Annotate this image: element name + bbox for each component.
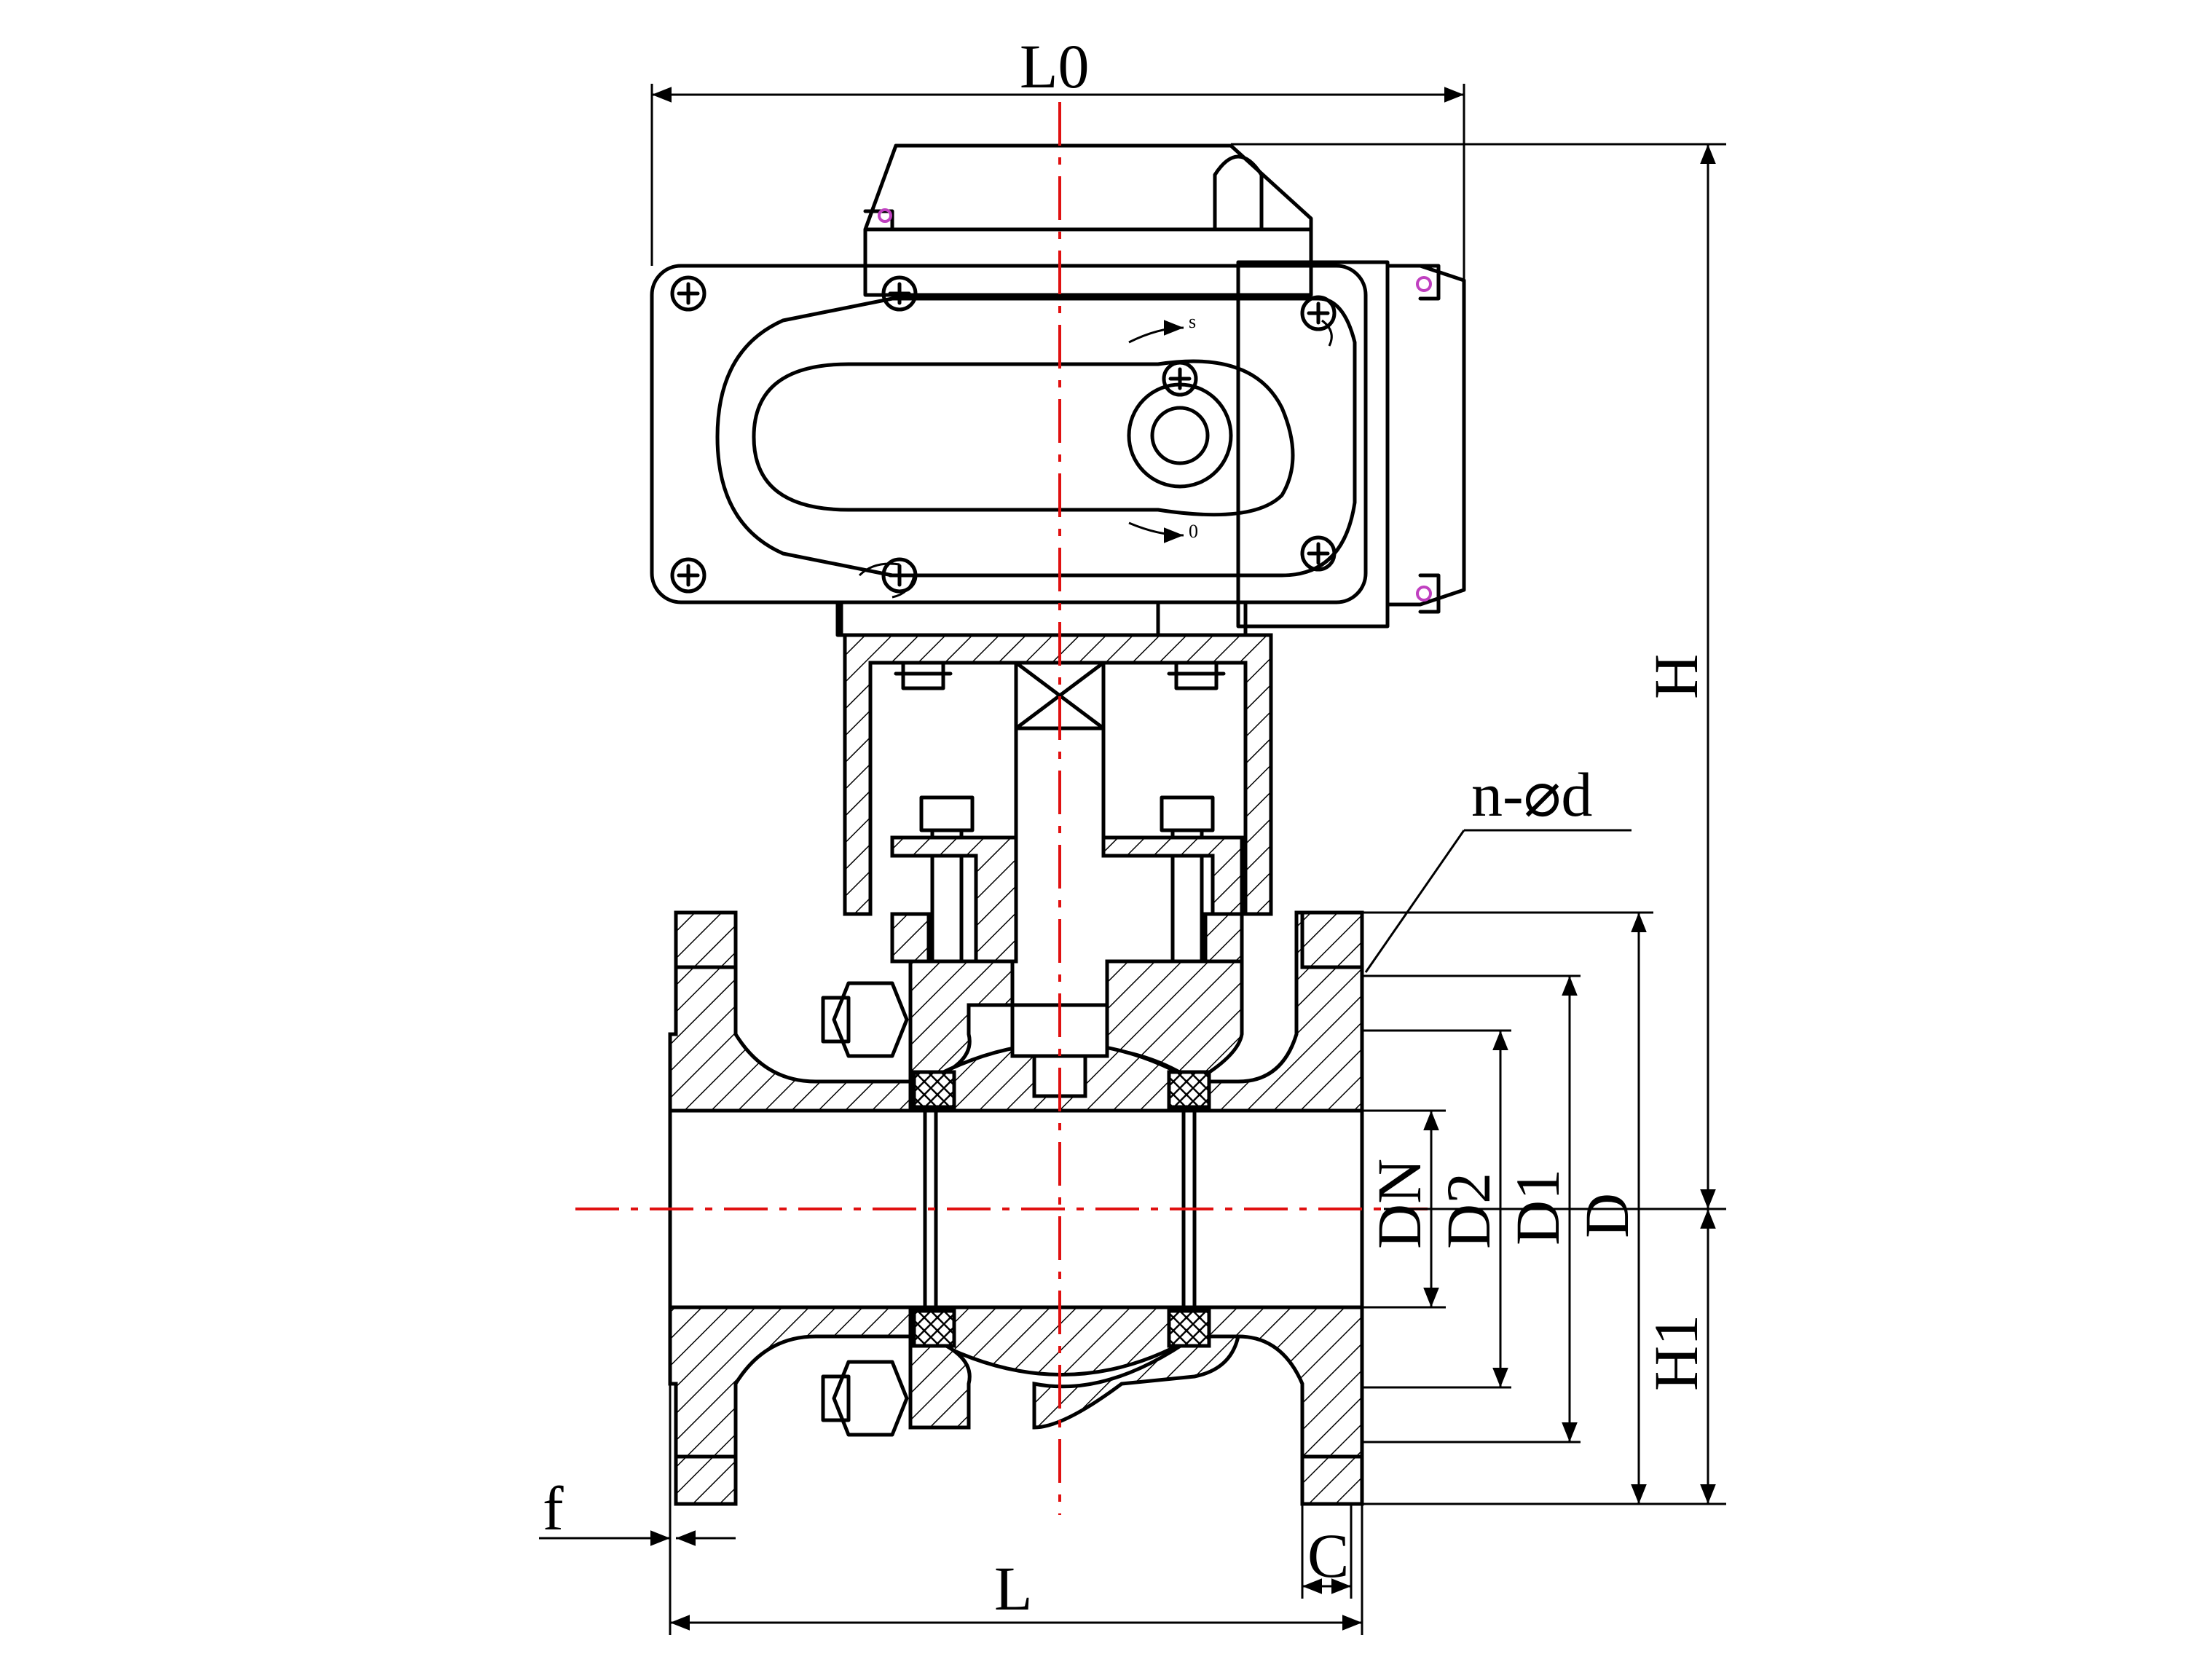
label-D: D (1572, 1193, 1642, 1238)
label-L0: L0 (1020, 31, 1090, 101)
screw-icon (881, 557, 918, 594)
screw-icon (670, 275, 706, 312)
label-H: H (1641, 654, 1711, 699)
label-D1: D1 (1503, 1169, 1573, 1245)
rotation-label-o: 0 (1189, 521, 1198, 542)
rotation-indicator: s 0 (858, 311, 1333, 599)
screw-icon (1300, 295, 1337, 331)
label-H1: H1 (1641, 1315, 1711, 1391)
screw-icon (1162, 361, 1198, 397)
dimension-lines (539, 84, 1726, 1635)
screw-icons (670, 275, 1337, 594)
label-D2: D2 (1433, 1173, 1503, 1249)
label-f: f (543, 1473, 564, 1543)
valve-body (668, 910, 1364, 1506)
mounting-bracket (843, 633, 1273, 964)
center-lines (575, 102, 1428, 1515)
screw-icon (881, 275, 918, 312)
label-holes: n-⌀d (1471, 760, 1592, 830)
rotation-label-s: s (1189, 311, 1196, 332)
screw-icon (1300, 535, 1337, 572)
label-L: L (994, 1553, 1033, 1623)
screw-icon (670, 557, 706, 594)
label-C: C (1307, 1521, 1349, 1591)
cable-gland-icons (863, 208, 1441, 614)
dimension-labels: L0 H H1 D D1 D2 DN L C f n-⌀d (543, 31, 1711, 1623)
label-DN: DN (1364, 1159, 1434, 1249)
electric-actuator: s 0 (650, 143, 1466, 637)
